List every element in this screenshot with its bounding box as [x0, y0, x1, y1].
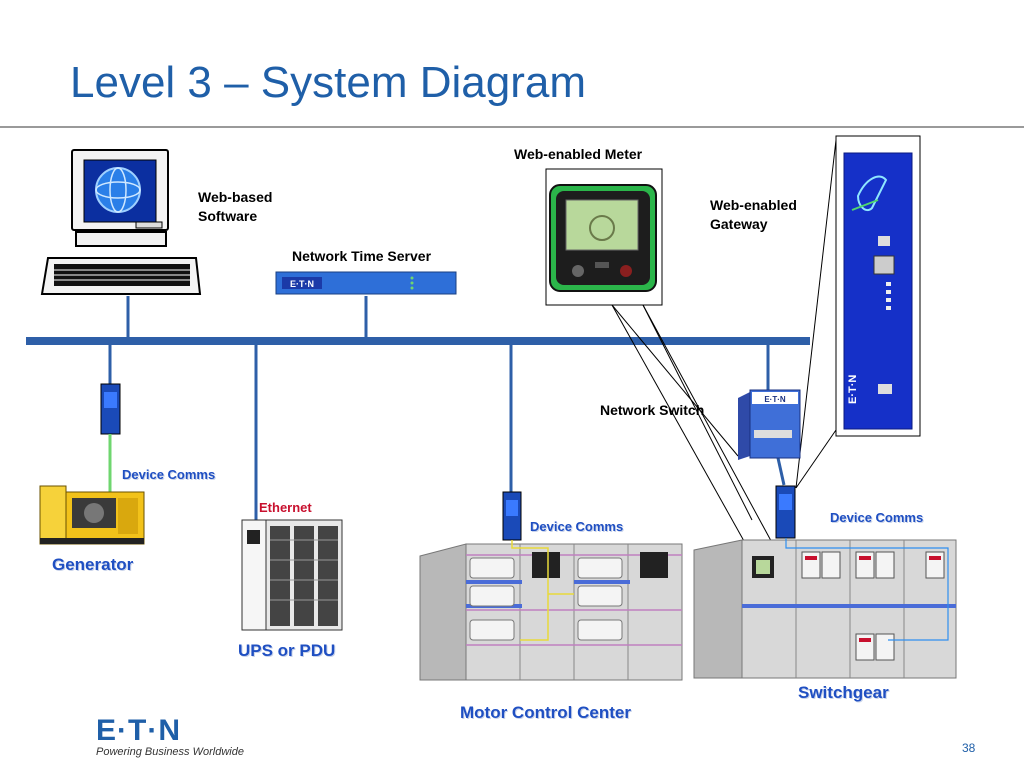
gateway-label-line2: Gateway — [710, 216, 768, 232]
time-server-icon: E·T·N — [275, 271, 457, 295]
generator-icon — [39, 485, 145, 545]
comms-module-mcc — [502, 491, 522, 541]
eaton-tagline: Powering Business Worldwide — [96, 746, 244, 758]
web-software-label-line2: Software — [198, 208, 258, 224]
page-number: 38 — [962, 741, 976, 755]
ethernet-bus — [26, 337, 810, 345]
device-comms-switchgear-label: Device Comms — [830, 510, 924, 525]
switch-logo: E·T·N — [764, 395, 786, 404]
device-comms-mcc-label: Device Comms — [530, 519, 624, 534]
ethernet-label: Ethernet — [259, 500, 312, 515]
eaton-logo: E·T·N Powering Business Worldwide — [96, 714, 244, 759]
gateway-logo: E·T·N — [847, 375, 859, 404]
gateway-icon: E·T·N — [835, 135, 921, 437]
meter-callout — [611, 304, 777, 551]
mcc-icon — [419, 540, 683, 681]
gateway-callout — [795, 139, 837, 489]
network-switch-icon: E·T·N — [738, 389, 801, 460]
network-switch-label: Network Switch — [600, 402, 705, 418]
switchgear-label: Switchgear — [798, 683, 889, 702]
ups-pdu-label: UPS or PDU — [238, 641, 336, 660]
web-meter-label: Web-enabled Meter — [514, 146, 643, 162]
computer-icon — [40, 149, 202, 295]
time-server-logo: E·T·N — [290, 279, 314, 289]
ups-pdu-icon — [241, 519, 343, 631]
title-divider — [0, 126, 1024, 128]
comms-module-switchgear — [775, 485, 796, 539]
web-software-label-line1: Web-based — [198, 189, 273, 205]
web-meter-icon — [545, 168, 663, 306]
comms-module-generator — [100, 383, 121, 435]
switchgear-icon — [693, 538, 957, 679]
time-server-label: Network Time Server — [292, 248, 432, 264]
generator-label: Generator — [52, 555, 134, 574]
mcc-label: Motor Control Center — [460, 703, 631, 722]
slide-title: Level 3 – System Diagram — [70, 58, 586, 107]
device-comms-generator-label: Device Comms — [122, 467, 216, 482]
bus-drops — [108, 296, 786, 520]
eaton-logo-word: E·T·N — [96, 714, 181, 747]
gateway-label-line1: Web-enabled — [710, 197, 797, 213]
